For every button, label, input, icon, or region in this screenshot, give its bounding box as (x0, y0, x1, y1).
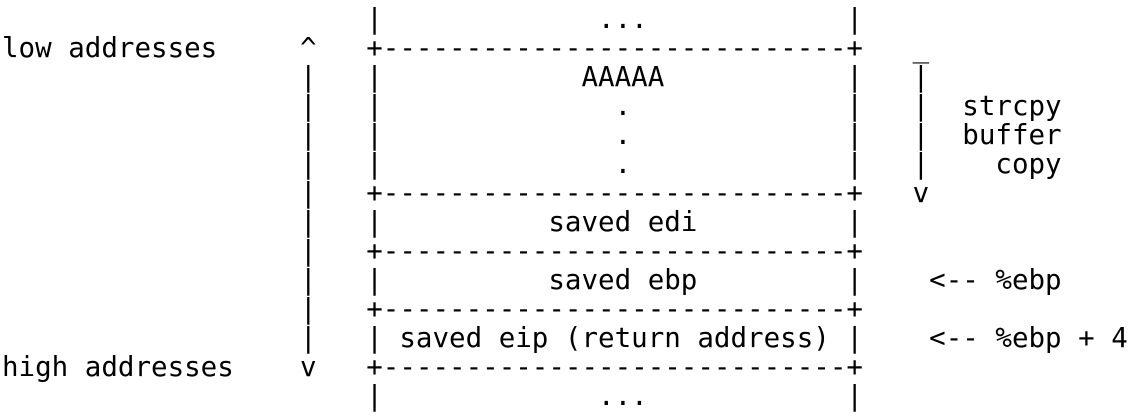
row-saved-edi: | | saved edi | (2, 206, 863, 238)
row-border-after-edi: | +----------------------------+ (2, 235, 863, 267)
row-saved-eip: | | saved eip (return address) | <-- %eb… (2, 322, 1128, 354)
row-saved-ebp: | | saved ebp | <-- %ebp (2, 264, 1062, 296)
row-bottom-ellipsis: | ... | (2, 380, 863, 412)
row-dot-strcpy: | | . | | strcpy (2, 90, 1062, 122)
row-low-addresses-border: low addresses ^ +-----------------------… (2, 32, 930, 64)
row-buffer-aaaaa: | | AAAAA | | (2, 61, 930, 93)
row-border-after-ebp: | +----------------------------+ (2, 293, 863, 325)
row-top-ellipsis: | ... | (2, 3, 863, 35)
row-dot-copy: | | . | | copy (2, 148, 1062, 180)
row-border-copy-arrow-end: | +----------------------------+ v (2, 177, 930, 209)
row-high-addresses-border: high addresses v +----------------------… (2, 351, 863, 383)
row-dot-buffer: | | . | | buffer (2, 119, 1062, 151)
